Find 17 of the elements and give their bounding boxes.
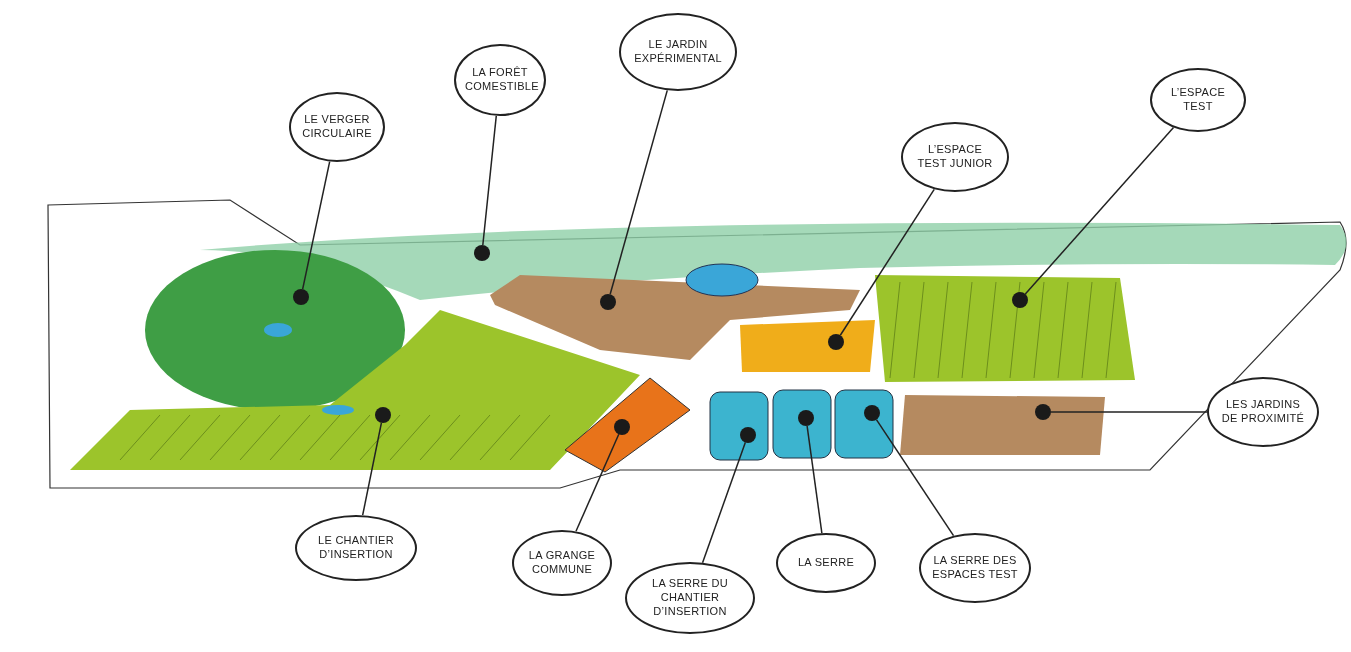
callout-label: L’ESPACE TEST bbox=[1169, 86, 1227, 114]
callout-label: LA SERRE bbox=[797, 556, 855, 570]
leader-line bbox=[1024, 126, 1175, 295]
leader-line bbox=[1050, 411, 1208, 413]
leader-line bbox=[806, 425, 823, 534]
leader-line bbox=[301, 160, 331, 290]
callout-label: LA SERRE DES ESPACES TEST bbox=[931, 554, 1019, 582]
leader-line bbox=[361, 422, 383, 516]
leader-line bbox=[575, 433, 620, 533]
callout-label: LE VERGER CIRCULAIRE bbox=[301, 113, 373, 141]
leader-line bbox=[482, 115, 497, 246]
callout-label: LA SERRE DU CHANTIER D’INSERTION bbox=[650, 577, 729, 619]
callout-label: LE JARDIN EXPÉRIMENTAL bbox=[633, 38, 723, 66]
callout-label: LES JARDINS DE PROXIMITÉ bbox=[1220, 398, 1306, 426]
callout-label: LE CHANTIER D’INSERTION bbox=[316, 534, 395, 562]
callout-label: LA GRANGE COMMUNE bbox=[527, 549, 597, 577]
callout-label: L’ESPACE TEST JUNIOR bbox=[916, 143, 994, 171]
